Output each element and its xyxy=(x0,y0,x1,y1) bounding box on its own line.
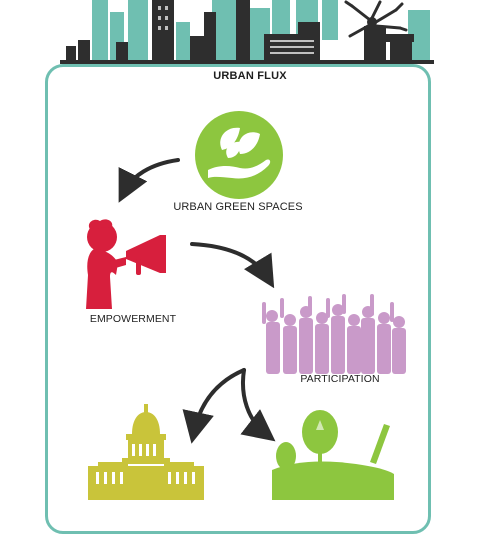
participation-label: PARTICIPATION xyxy=(300,373,380,385)
megaphone-person-icon xyxy=(86,219,166,309)
park-icon xyxy=(272,410,394,500)
diagram-title: URBAN FLUX xyxy=(213,70,287,82)
empowerment-label: EMPOWERMENT xyxy=(89,313,177,325)
city-skyline-icon xyxy=(60,0,434,64)
urban-flux-diagram: URBAN FLUX URBAN GREEN SPACES EMPOWERMEN… xyxy=(45,0,434,534)
capitol-icon xyxy=(88,404,204,500)
leaf-hand-icon xyxy=(195,111,283,199)
urban-green-spaces-label: URBAN GREEN SPACES xyxy=(173,201,303,213)
crowd-icon xyxy=(262,294,406,374)
